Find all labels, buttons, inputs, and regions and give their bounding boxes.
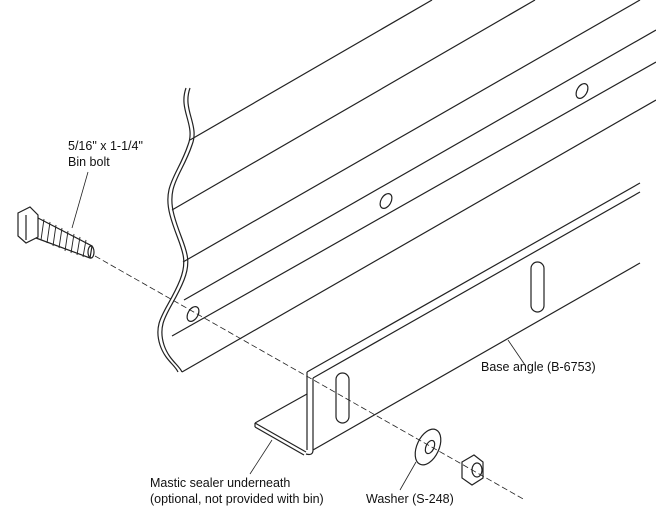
bin-bolt [17, 206, 95, 259]
leader-lines [71, 171, 526, 491]
mastic-label-line1: Mastic sealer underneath [150, 476, 291, 490]
angle-slot [530, 261, 545, 313]
bolt-size-label: 5/16" x 1-1/4" [68, 139, 143, 153]
angle-slot [335, 372, 350, 424]
base-angle [254, 182, 641, 456]
corrugated-wall-panel [157, 0, 656, 373]
base-angle-label: Base angle (B-6753) [481, 360, 596, 374]
washer [414, 428, 442, 466]
panel-hole [186, 306, 200, 322]
hex-nut [461, 454, 484, 486]
washer-label: Washer (S-248) [366, 492, 454, 506]
mastic-label-line2: (optional, not provided with bin) [150, 492, 324, 506]
bolt-centerline [94, 255, 526, 501]
panel-hole [379, 193, 393, 209]
bolt-name-label: Bin bolt [68, 155, 110, 169]
panel-hole [575, 83, 589, 99]
